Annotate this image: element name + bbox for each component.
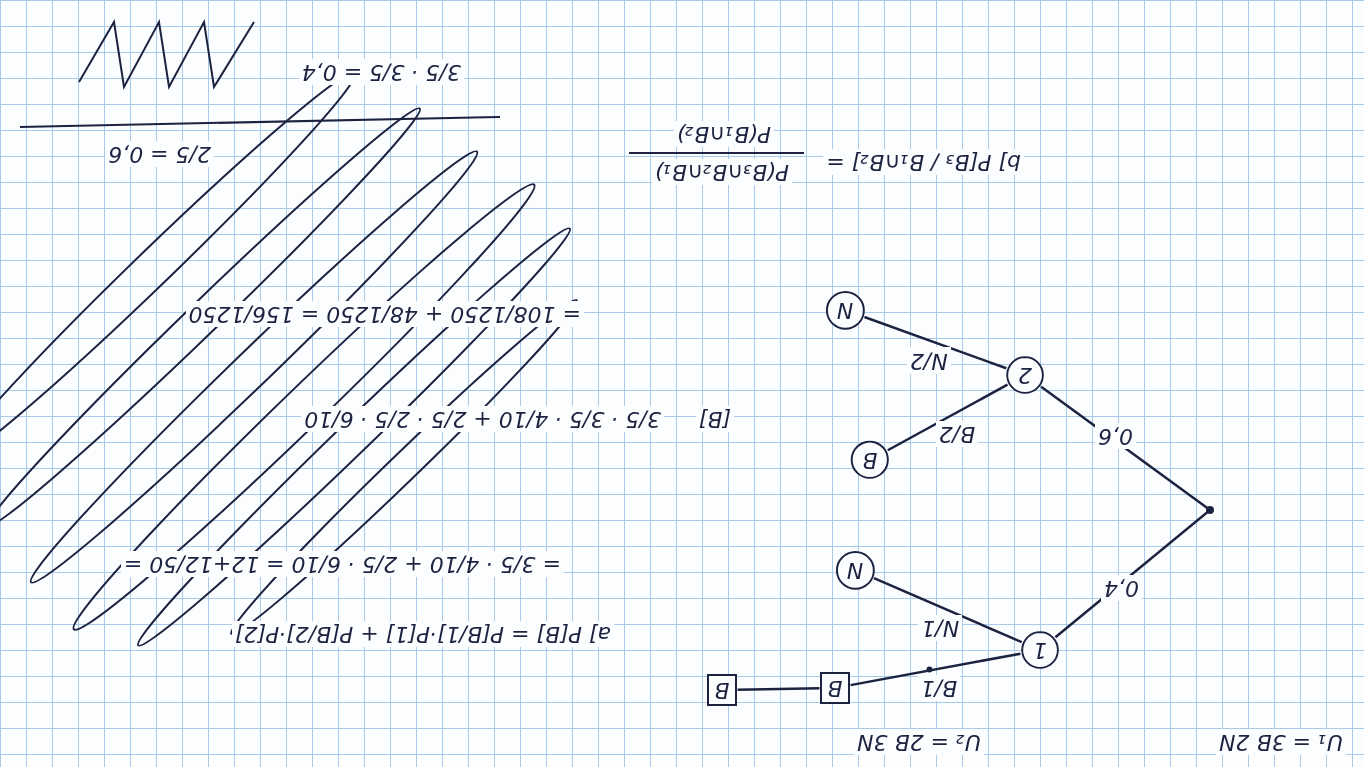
handwritten-note: 0,4 [1101, 575, 1142, 601]
tree-branch [874, 578, 1022, 642]
outcome-circle: N [825, 290, 864, 329]
handwritten-note: P(B₃∩B₂∩B₁) [652, 159, 792, 185]
cross-out-loop [127, 217, 581, 657]
zigzag-scribble [79, 22, 254, 87]
divider-line [20, 117, 500, 127]
handwritten-note: 3/5 · 3/5 · 4/10 + 2/5 · 2/5 · 6/10 [301, 406, 664, 432]
outcome-circle: 2 [1006, 356, 1044, 394]
handwritten-note: P(B₁∩B₂) [674, 121, 774, 147]
handwritten-note: a] P[B] = P[B/1]·P[1] + P[B/2]·P[2] [232, 621, 614, 647]
tree-branch [888, 385, 1008, 451]
branch-probability: N/1 [918, 615, 962, 641]
node-text: B [827, 676, 842, 700]
outcome-box: B [707, 674, 736, 706]
circle-shape [827, 292, 864, 329]
handwritten-note: = 3/5 · 4/10 + 2/5 · 6/10 = 12+12/50 = [121, 551, 564, 577]
outcome-circle: N [835, 550, 874, 589]
outcome-circle: B [851, 441, 890, 480]
cross-out-loops [0, 22, 804, 657]
node-text: N [847, 558, 863, 582]
root-branch [1041, 387, 1210, 510]
node-text: 1 [1033, 638, 1047, 662]
handwritten-note: b] P[B₃ / B₁∩B₂] = [823, 149, 1024, 175]
branch-probability: N/2 [907, 348, 951, 374]
node-text: B [714, 678, 729, 702]
root-dot [1206, 506, 1214, 514]
handwritten-note: U₁ = 3B 2N [1216, 729, 1346, 755]
handwritten-note: 2/5 = 0,6 [105, 141, 214, 167]
handwritten-note: 3/5 · 3/5 = 0,4 [299, 59, 464, 85]
fraction-bar [629, 152, 804, 154]
circle-shape [1022, 632, 1058, 668]
node-text: N [837, 298, 853, 322]
node-text: B [862, 448, 877, 472]
outcome-box: B [820, 672, 849, 704]
handwritten-note: = 108/1250 + 48/1250 = 156/1250 [186, 301, 584, 327]
circle-shape [1007, 357, 1043, 393]
tree-branch [738, 688, 820, 689]
circle-shape [837, 552, 874, 589]
cross-out-loop [222, 290, 587, 644]
root-branch [1055, 510, 1210, 637]
circle-shape [852, 442, 888, 478]
branch-probability: B/1 [918, 675, 961, 701]
handwritten-note: 0,6 [1095, 423, 1136, 449]
cross-out-loop [19, 139, 490, 596]
outcome-circle: 1 [1021, 631, 1059, 669]
handwritten-note: U₂ = 2B 3N [854, 729, 984, 755]
handwritten-note: [B] [696, 406, 734, 432]
node-text: 2 [1018, 363, 1032, 387]
branch-probability: B/2 [936, 421, 979, 447]
branch-dot [926, 666, 932, 672]
